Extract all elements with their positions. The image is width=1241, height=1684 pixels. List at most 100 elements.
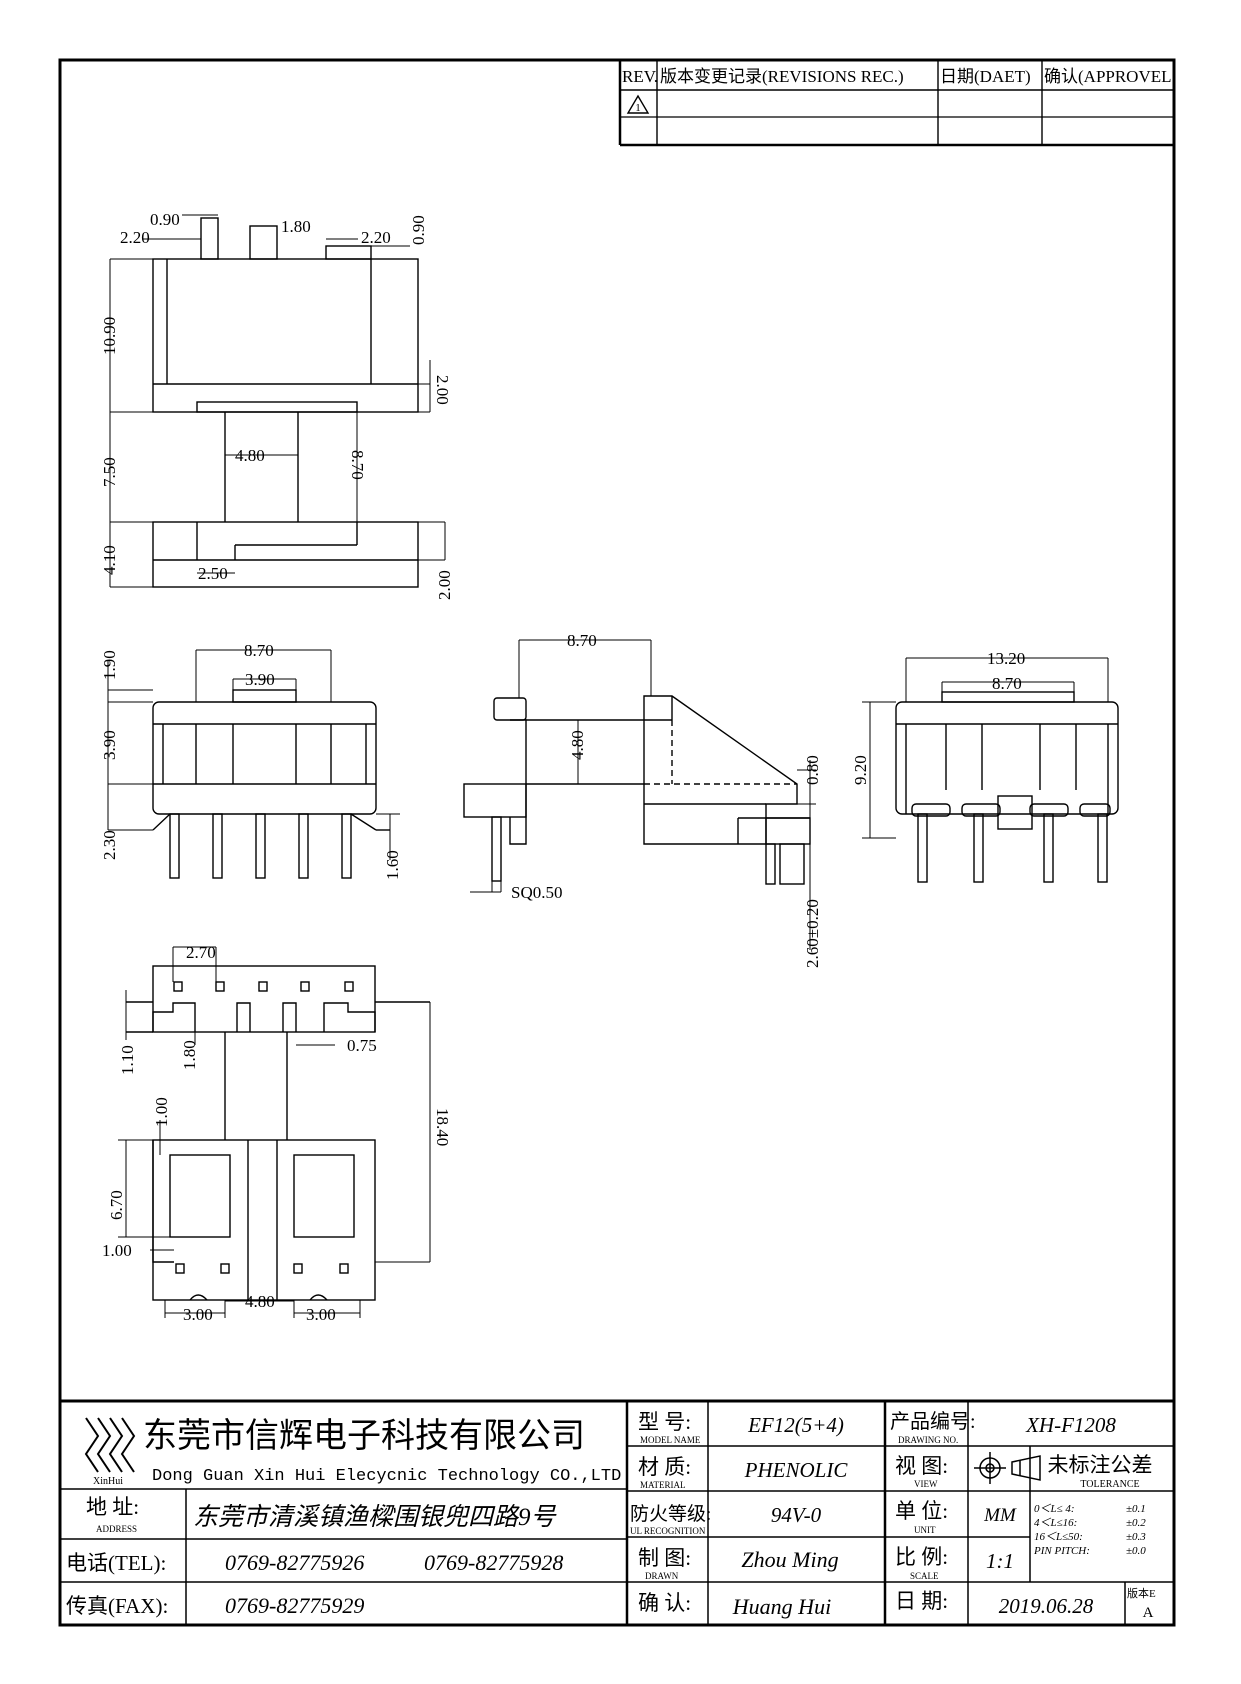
- view-label: 视 图:: [895, 1454, 948, 1478]
- dim-label: 2.50: [198, 564, 228, 583]
- version-value: A: [1143, 1605, 1154, 1621]
- model-label-en: MODEL NAME: [640, 1435, 701, 1445]
- dim-label: 2.60±0.20: [803, 899, 822, 968]
- tolerance-label-en: TOLERANCE: [1080, 1479, 1139, 1490]
- fire-value: 94V-0: [771, 1503, 822, 1527]
- drawn-value: Zhou Ming: [741, 1547, 838, 1572]
- dim-label: 2.20: [361, 228, 391, 247]
- address-label: 地 址:: [86, 1495, 139, 1519]
- dim-label: 3.00: [306, 1305, 336, 1324]
- scale-label-en: SCALE: [910, 1571, 939, 1581]
- dim-label: 8.70: [567, 631, 597, 650]
- dim-label: 4.80: [568, 730, 587, 760]
- tel-value-2: 0769-82775928: [424, 1550, 563, 1575]
- material-value: PHENOLIC: [744, 1458, 849, 1482]
- dim-label: 1.80: [281, 217, 311, 236]
- dim-label: SQ0.50: [511, 883, 562, 902]
- tol-range: PIN PITCH:: [1033, 1545, 1090, 1557]
- tel-label: 电话(TEL):: [66, 1551, 166, 1575]
- dim-label: 3.00: [183, 1305, 213, 1324]
- model-label: 型 号:: [638, 1410, 691, 1434]
- dim-label: 0.90: [150, 210, 180, 229]
- material-label: 材 质:: [638, 1455, 691, 1479]
- dim-label: 1.00: [152, 1097, 171, 1127]
- title-block: XinHui 东莞市信辉电子科技有限公司 Dong Guan Xin Hui E…: [60, 1399, 1174, 1625]
- xinhui-logo: XinHui: [84, 1417, 136, 1487]
- dim-label: 13.20: [987, 649, 1025, 668]
- tol-value: ±0.0: [1126, 1545, 1146, 1557]
- dim-label: 3.90: [100, 730, 119, 760]
- dim-label: 2.20: [120, 228, 150, 247]
- unit-label-en: UNIT: [914, 1525, 936, 1535]
- bottom-view: 2.70 1.10 1.80 0.75 1.00 18.40 6.70 1.00…: [102, 943, 452, 1324]
- confirm-label: 确 认:: [638, 1591, 691, 1615]
- unit-value: MM: [983, 1505, 1017, 1526]
- approved-header: 确认(APPROVEL: [1044, 67, 1172, 86]
- logo-text: XinHui: [93, 1476, 123, 1487]
- dim-label: 9.20: [851, 755, 870, 785]
- dim-label: 2.00: [433, 375, 452, 405]
- drawing-no-value: XH-F1208: [1025, 1413, 1116, 1437]
- view-label-en: VIEW: [914, 1479, 938, 1489]
- tol-value: ±0.1: [1126, 1503, 1146, 1515]
- fax-value: 0769-82775929: [225, 1593, 364, 1618]
- revisions-header: 版本变更记录(REVISIONS REC.): [660, 67, 904, 86]
- drawing-no-label: 产品编号:: [890, 1410, 976, 1433]
- dim-label: 8.70: [348, 450, 367, 480]
- tol-range: 0＜L≤ 4:: [1034, 1503, 1075, 1515]
- dim-label: 1.80: [180, 1040, 199, 1070]
- projection-symbol-icon: [974, 1452, 1041, 1484]
- dim-label: 4.80: [235, 446, 265, 465]
- address-label-en: ADDRESS: [96, 1524, 137, 1534]
- unit-label: 单 位:: [895, 1499, 948, 1523]
- version-label: 版本E: [1127, 1586, 1156, 1600]
- dim-label: 0.75: [347, 1036, 377, 1055]
- sheet-border: [58, 58, 1176, 1627]
- dim-label: 2.00: [435, 570, 454, 600]
- dim-label: 1.10: [118, 1045, 137, 1075]
- side-view: 8.70 4.80 0.80 SQ0.50 2.60±0.20: [463, 631, 822, 968]
- date-value: 2019.06.28: [999, 1594, 1094, 1618]
- tol-value: ±0.2: [1126, 1517, 1146, 1529]
- drawn-label-en: DRAWN: [645, 1571, 679, 1581]
- dim-label: 1.60: [383, 850, 402, 880]
- revision-number: 1: [635, 102, 641, 114]
- drawn-label: 制 图:: [638, 1546, 691, 1570]
- dim-label: 0.80: [803, 755, 822, 785]
- dim-label: 2.30: [100, 830, 119, 860]
- tel-value-1: 0769-82775926: [225, 1550, 364, 1575]
- drawing-no-label-en: DRAWING NO.: [898, 1435, 958, 1445]
- revision-triangle-icon: [626, 94, 650, 114]
- front-view: 8.70 3.90 1.90 3.90 2.30 1.60: [100, 641, 402, 880]
- dim-label: 10.90: [100, 317, 119, 355]
- dim-label: 7.50: [100, 457, 119, 487]
- scale-label: 比 例:: [895, 1545, 948, 1569]
- rev-header: REV.: [622, 67, 658, 86]
- tol-range: 4＜L≤16:: [1034, 1517, 1077, 1529]
- date-label: 日 期:: [895, 1589, 948, 1613]
- fire-label-en: UL RECOGNITION: [630, 1526, 706, 1536]
- model-value: EF12(5+4): [747, 1413, 844, 1437]
- fire-label: 防火等级:: [630, 1503, 711, 1525]
- dim-label: 18.40: [433, 1108, 452, 1146]
- tol-range: 16＜L≤50:: [1034, 1531, 1083, 1543]
- top-view: 0.90 2.20 1.80 2.20 0.90 10.90 2.00 4.80…: [100, 210, 454, 600]
- confirm-value: Huang Hui: [732, 1594, 831, 1619]
- dim-label: 1.90: [100, 650, 119, 680]
- dim-label: 1.00: [102, 1241, 132, 1260]
- material-label-en: MATERIAL: [640, 1480, 686, 1490]
- scale-value: 1:1: [986, 1549, 1014, 1573]
- dim-label: 4.10: [100, 545, 119, 575]
- company-name-en: Dong Guan Xin Hui Elecycnic Technology C…: [152, 1467, 621, 1486]
- dim-label: 4.80: [245, 1292, 275, 1311]
- dim-label: 3.90: [245, 670, 275, 689]
- company-name-cn: 东莞市信辉电子科技有限公司: [143, 1417, 585, 1455]
- end-view: 13.20 8.70 9.20: [851, 649, 1119, 883]
- revision-table: REV. 版本变更记录(REVISIONS REC.) 日期(DAET) 确认(…: [618, 60, 1174, 147]
- dim-label: 2.70: [186, 943, 216, 962]
- dim-label: 8.70: [992, 674, 1022, 693]
- dim-label: 0.90: [409, 215, 428, 245]
- address-value: 东莞市清溪镇渔樑围银兜四路9号: [193, 1503, 558, 1531]
- date-header: 日期(DAET): [940, 67, 1031, 86]
